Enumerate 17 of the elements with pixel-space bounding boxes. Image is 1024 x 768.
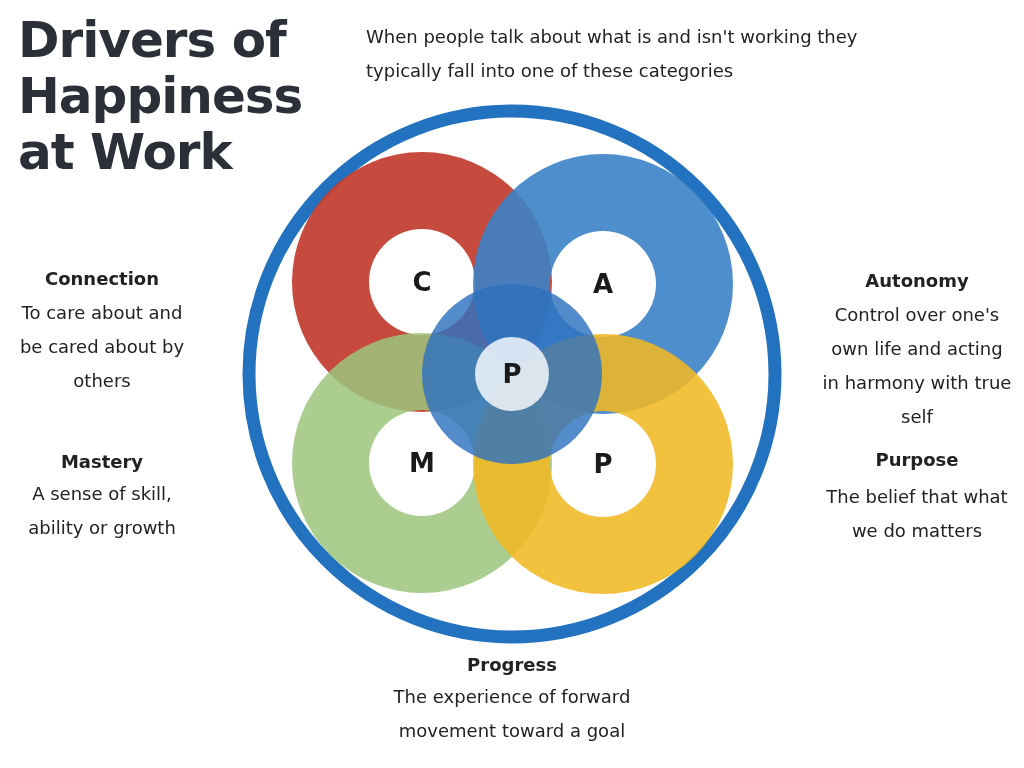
category-description: The experience of forward movement toward a goal — [392, 685, 632, 743]
intro-text: When people talk about what is and isn't working they typically fall into one of these categories — [366, 25, 859, 83]
category-description: The belief that what we do matters — [825, 485, 1009, 543]
ring-letter: M — [409, 448, 435, 478]
category-heading: Mastery — [59, 450, 145, 474]
ring-letter: C — [412, 267, 432, 297]
category-description: To care about and be cared about by others — [18, 301, 186, 393]
category-description: Control over one's own life and acting in harmony with true self — [822, 303, 1012, 429]
category-description: A sense of skill, ability or growth — [27, 482, 177, 540]
category-heading: Purpose — [874, 448, 960, 472]
category-heading: Progress — [466, 653, 558, 677]
ring-letter: P — [502, 359, 522, 389]
ring-letter: A — [592, 269, 614, 299]
category-heading: Connection — [43, 267, 160, 291]
ring-letter: P — [593, 449, 613, 479]
category-heading: Autonomy — [864, 269, 970, 293]
title: Drivers of Happiness at Work — [18, 12, 304, 180]
